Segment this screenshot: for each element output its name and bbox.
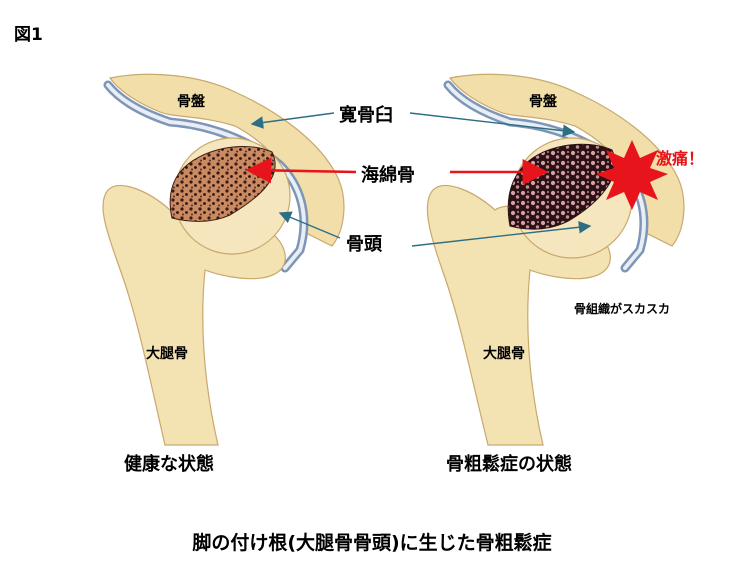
main-title: 脚の付け根(大腿骨骨頭)に生じた骨粗鬆症: [192, 532, 552, 554]
acetabulum-label: 寛骨臼: [339, 104, 393, 126]
porous-tissue-label: 骨組織がスカスカ: [574, 301, 670, 316]
osteoporosis-hip: [426, 73, 685, 446]
femoral-head-arrow-left: [278, 211, 341, 239]
acetabulum-arrow-left: [250, 112, 335, 129]
pain-burst-icon: [596, 140, 668, 210]
severe-pain-label: 激痛！: [656, 149, 704, 168]
acetabulum-arrow-right: [409, 112, 576, 137]
caption-healthy: 健康な状態: [124, 454, 214, 475]
pelvis-label-right: 骨盤: [529, 93, 558, 110]
femur-label-right: 大腿骨: [483, 345, 525, 362]
pelvis-label-left: 骨盤: [177, 93, 206, 110]
femur-label-left: 大腿骨: [146, 345, 188, 362]
cancellous-bone-label: 海綿骨: [361, 164, 415, 186]
femoral-head-label: 骨頭: [346, 234, 383, 255]
annotation-arrows: [245, 112, 592, 247]
diagram-labels: 骨盤 骨盤 寛骨臼 海綿骨 骨頭 激痛！ 骨組織がスカスカ 大腿骨 大腿骨: [146, 93, 704, 362]
caption-osteoporosis: 骨粗鬆症の状態: [446, 454, 572, 475]
healthy-hip: [102, 73, 345, 446]
cancellous-arrow-left: [245, 157, 357, 184]
femoral-head-arrow-right: [411, 220, 592, 247]
figure-label: 図1: [14, 25, 43, 45]
pelvis-bone-left: [108, 73, 345, 247]
